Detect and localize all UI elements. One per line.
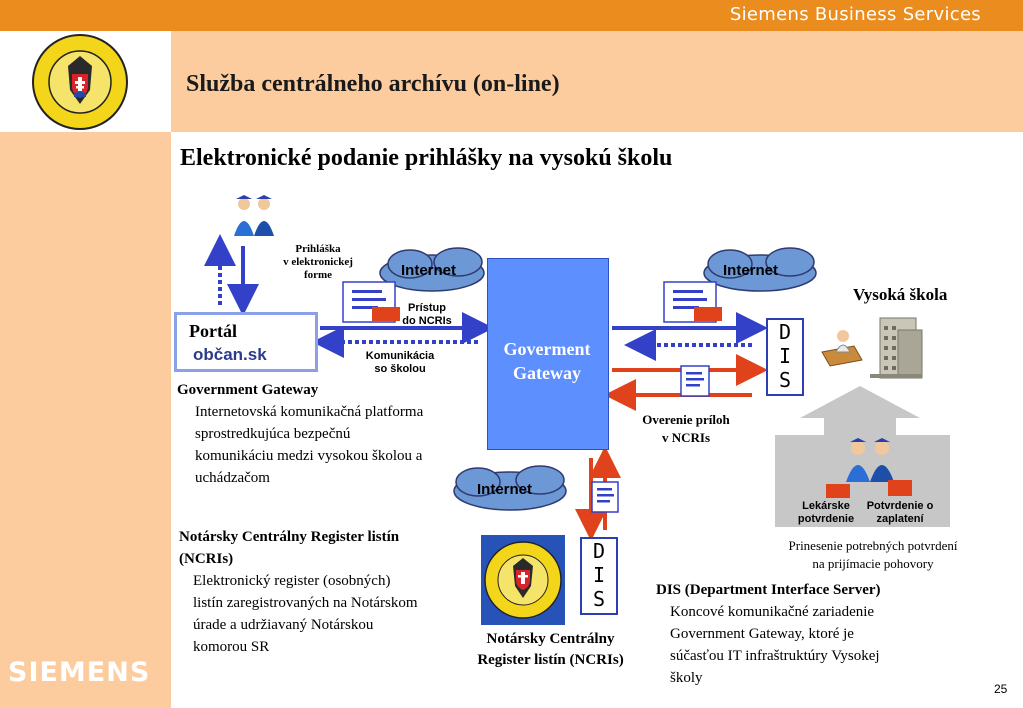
arrow-shape-head <box>800 386 920 438</box>
dis-text-line: Government Gateway, ktoré je <box>670 626 854 642</box>
internet-label-right: Internet <box>723 262 779 279</box>
ncris-text-line: listín zaregistrovaných na Notárskom <box>193 595 418 611</box>
notary-seal-logo <box>32 34 128 130</box>
applicants-icon-middle <box>826 438 912 498</box>
document-icon-left <box>342 281 400 323</box>
dis-letter-s: S <box>592 587 606 611</box>
ncris-caption-line-1: Notársky Centrálny <box>486 631 615 647</box>
prihlaska-line-2: v elektronickej <box>283 256 353 268</box>
ncris-text-line: Elektronický register (osobných) <box>193 573 391 589</box>
komunikacia-label: Komunikácia so školou <box>355 350 445 376</box>
prinesenie-line-1: Prinesenie potrebných potvrdení <box>788 538 958 553</box>
internet-label-bottom: Internet <box>477 481 533 498</box>
desk-clerk-icon <box>821 330 863 367</box>
pristup-line-1: Prístup <box>408 302 446 314</box>
overenie-label: Overenie príloh v NCRIs <box>626 411 746 447</box>
siemens-logo: SIEMENS <box>8 657 151 688</box>
dis-description: DIS (Department Interface Server) Koncov… <box>656 579 956 689</box>
internet-label-left: Internet <box>401 262 457 279</box>
komunikacia-line-1: Komunikácia <box>365 350 435 362</box>
dis-letter-s: S <box>778 368 792 392</box>
potvrdenie-line-1: Potvrdenie o <box>866 500 934 512</box>
document-icon-small-bottom <box>591 481 619 513</box>
portal-box[interactable]: Portál občan.sk <box>174 312 318 372</box>
applicants-icon-top <box>231 195 279 239</box>
ncris-title-line-1: Notársky Centrálny Register listín <box>179 529 400 545</box>
dis-letter-d: D <box>778 320 792 344</box>
lekarske-line-1: Lekárske <box>802 500 850 512</box>
dis-description-title: DIS (Department Interface Server) <box>656 582 881 598</box>
gateway-text-line: uchádzačom <box>195 470 270 486</box>
header-band <box>171 31 1023 132</box>
dis-text-line: Koncové komunikačné zariadenie <box>670 604 875 620</box>
dis-box-top: D I S <box>766 318 804 396</box>
cloud-right <box>703 247 817 292</box>
ncris-text-line: úrade a udržiavaný Notárskou <box>193 617 374 633</box>
dis-letter-d: D <box>592 539 606 563</box>
cloud-bottom <box>453 465 567 511</box>
notary-seal-bottom <box>481 535 565 625</box>
brand-name: Siemens Business Services <box>729 4 981 25</box>
lekarske-line-2: potvrdenie <box>797 513 855 525</box>
portal-label: Portál <box>189 321 237 341</box>
gateway-description: Government Gateway Internetovská komunik… <box>177 379 482 489</box>
gateway-line-1: Goverment <box>503 339 591 359</box>
prihlaska-label: Prihláška v elektronickej forme <box>268 243 368 282</box>
page-number: 25 <box>994 682 1008 696</box>
document-icon-small-right <box>680 365 710 397</box>
ncris-text-line: komorou SR <box>193 639 270 655</box>
top-bar <box>0 0 1023 31</box>
prinesenie-line-2: na prijímacie pohovory <box>812 556 934 571</box>
overenie-line-1: Overenie príloh <box>642 412 730 427</box>
government-gateway-box <box>487 258 609 450</box>
dis-text-line: súčasťou IT infraštruktúry Vysokej <box>670 648 880 664</box>
university-label: Vysoká škola <box>853 285 948 304</box>
ncris-title-line-2: (NCRIs) <box>179 551 234 567</box>
komunikacia-line-2: so školou <box>374 363 426 375</box>
prihlaska-line-1: Prihláška <box>295 243 341 255</box>
slide-subtitle: Elektronické podanie prihlášky na vysokú… <box>180 145 673 171</box>
ncris-caption: Notársky Centrálny Register listín (NCRI… <box>453 629 648 671</box>
obcan-sk-logo: občan.sk <box>193 345 267 364</box>
gateway-text-line: Internetovská komunikačná platforma <box>195 404 424 420</box>
gateway-line-2: Gateway <box>513 363 581 383</box>
prinesenie-label: Prinesenie potrebných potvrdení na prijí… <box>760 537 986 573</box>
government-gateway-label: Goverment Gateway <box>487 337 607 385</box>
cloud-left <box>379 247 485 292</box>
potvrdenie-line-2: zaplatení <box>876 513 924 525</box>
dis-box-bottom: D I S <box>580 537 618 615</box>
overenie-line-2: v NCRIs <box>661 430 711 445</box>
prihlaska-line-3: forme <box>303 269 333 281</box>
university-building-icon <box>870 317 923 379</box>
gateway-text-line: komunikáciu medzi vysokou školou a <box>195 448 423 464</box>
dis-letter-i: I <box>592 563 606 587</box>
ncris-caption-line-2: Register listín (NCRIs) <box>477 652 624 668</box>
pristup-line-2: do NCRIs <box>402 315 452 327</box>
pristup-label: Prístup do NCRIs <box>392 302 462 328</box>
page-title: Služba centrálneho archívu (on-line) <box>186 71 560 97</box>
dis-letter-i: I <box>778 344 792 368</box>
document-icon-right <box>663 281 722 323</box>
dis-text-line: školy <box>670 670 703 686</box>
lekarske-label: Lekárske potvrdenie <box>788 500 864 526</box>
left-sidebar <box>0 31 171 708</box>
gateway-description-title: Government Gateway <box>177 382 319 398</box>
potvrdenie-label: Potvrdenie o zaplatení <box>860 500 940 526</box>
ncris-description: Notársky Centrálny Register listín (NCRI… <box>179 526 479 658</box>
gateway-text-line: sprostredkujúca bezpečnú <box>195 426 351 442</box>
